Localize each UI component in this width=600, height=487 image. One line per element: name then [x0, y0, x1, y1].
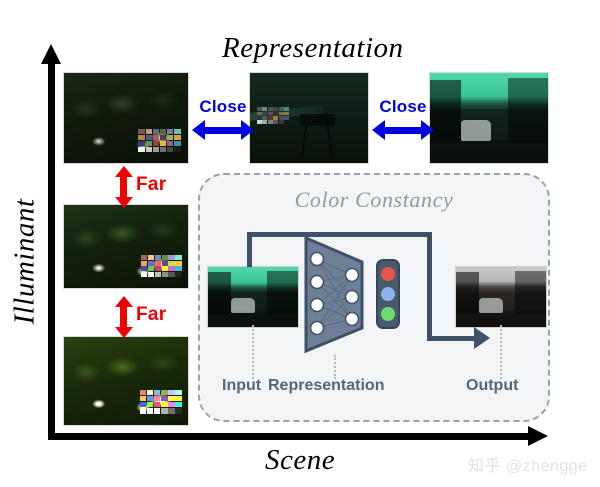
arrow-shaft	[120, 305, 127, 329]
image-mid-left	[64, 205, 188, 288]
arrow-right-icon	[241, 120, 254, 140]
x-axis-arrowhead	[528, 426, 548, 446]
arrow-shaft	[203, 127, 243, 134]
road-surface	[456, 311, 546, 327]
x-axis-label: Scene	[265, 444, 336, 476]
output-arrow-icon	[474, 327, 490, 349]
road-surface	[208, 311, 298, 327]
image-top-right	[430, 73, 548, 163]
building-left	[456, 271, 480, 314]
network-output-nodes	[344, 267, 360, 327]
output-arrow-shaft	[427, 336, 477, 341]
arrow-left-icon	[372, 120, 385, 140]
y-axis-arrowhead	[41, 44, 61, 64]
far-arrow-group-2: Far	[110, 296, 170, 338]
watermark: 知乎 @zhengge	[468, 458, 588, 475]
network-graphic	[304, 235, 364, 354]
tripod-head	[299, 114, 335, 126]
parked-car	[479, 298, 503, 313]
arrow-right-icon	[421, 120, 434, 140]
color-checker-chart	[138, 128, 181, 153]
far-label-2: Far	[136, 304, 167, 325]
parked-car	[460, 119, 492, 142]
skip-connection-down	[427, 232, 432, 341]
leader-line-output	[500, 325, 502, 379]
arrow-shaft	[383, 127, 423, 134]
tripod-silhouette	[297, 114, 337, 157]
rgb-illuminant-chip	[376, 259, 400, 329]
caption-input: Input	[222, 377, 262, 394]
arrow-down-icon	[115, 327, 133, 338]
blue-channel-dot	[381, 287, 395, 301]
close-label-1: Close	[199, 97, 247, 116]
building-right	[267, 270, 298, 314]
image-bottom-left	[64, 337, 188, 425]
building-left	[208, 271, 232, 314]
x-axis-line	[48, 433, 540, 440]
figure-title: Representation	[222, 32, 404, 64]
color-checker-chart	[140, 254, 182, 278]
parked-car	[231, 298, 255, 313]
y-axis-line	[48, 58, 55, 440]
image-top-left	[64, 73, 188, 163]
encoder-network-trapezoid	[300, 232, 370, 357]
color-checker-chart	[139, 389, 182, 414]
green-channel-dot	[381, 307, 395, 321]
road-surface	[430, 139, 548, 163]
caption-representation: Representation	[268, 377, 385, 394]
arrow-up-icon	[115, 166, 133, 177]
building-right	[515, 270, 546, 314]
leader-line-input	[252, 325, 254, 379]
arrow-up-icon	[115, 296, 133, 307]
caption-output: Output	[466, 377, 519, 394]
building-right	[507, 78, 548, 144]
color-constancy-panel: Color Constancy	[198, 173, 550, 422]
panel-output-image	[456, 267, 546, 327]
leader-line-representation	[334, 355, 336, 379]
far-arrow-group-1: Far	[110, 166, 170, 208]
panel-input-image	[208, 267, 298, 327]
y-axis-label: Illuminant	[8, 198, 41, 325]
close-arrow-group-1: Close	[192, 96, 254, 142]
building-left	[430, 80, 461, 144]
close-label-2: Close	[379, 97, 427, 116]
close-arrow-group-2: Close	[372, 96, 434, 142]
image-top-mid	[250, 73, 368, 163]
far-label-1: Far	[136, 174, 167, 195]
panel-title: Color Constancy	[294, 187, 454, 212]
arrow-shaft	[120, 175, 127, 199]
network-input-nodes	[309, 251, 325, 336]
arrow-down-icon	[115, 197, 133, 208]
arrow-left-icon	[192, 120, 205, 140]
color-checker-chart	[257, 107, 289, 125]
red-channel-dot	[381, 267, 395, 281]
